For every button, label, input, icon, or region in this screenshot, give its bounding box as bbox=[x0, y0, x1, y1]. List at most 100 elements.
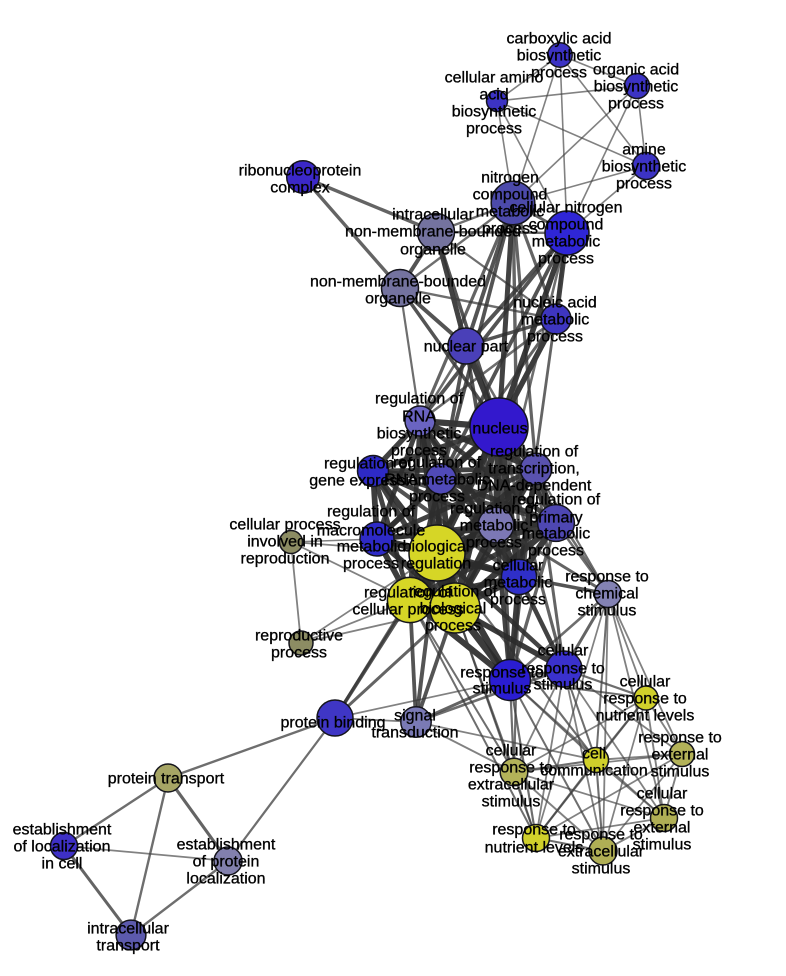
svg-text:localization: localization bbox=[186, 871, 265, 888]
svg-text:metabolic: metabolic bbox=[532, 234, 600, 251]
svg-text:involved in: involved in bbox=[247, 534, 323, 551]
svg-text:communication: communication bbox=[540, 763, 648, 780]
svg-text:non-membrane-bounded: non-membrane-bounded bbox=[310, 274, 486, 291]
svg-text:intracellular: intracellular bbox=[87, 921, 169, 938]
svg-text:amine: amine bbox=[622, 142, 666, 159]
svg-text:regulation of: regulation of bbox=[327, 504, 416, 521]
svg-text:biosynthetic: biosynthetic bbox=[602, 159, 687, 176]
svg-text:response to: response to bbox=[565, 569, 649, 586]
svg-text:process: process bbox=[527, 329, 583, 346]
svg-text:response to: response to bbox=[603, 691, 687, 708]
svg-text:non-membrane-bounded: non-membrane-bounded bbox=[345, 224, 521, 241]
svg-text:process: process bbox=[531, 65, 587, 82]
svg-text:intracellular: intracellular bbox=[392, 207, 474, 224]
svg-text:metabolic: metabolic bbox=[484, 575, 552, 592]
svg-text:cellular amino: cellular amino bbox=[445, 70, 544, 87]
svg-text:nucleus: nucleus bbox=[472, 421, 527, 438]
svg-text:extracellular: extracellular bbox=[558, 844, 645, 861]
svg-text:gene expression: gene expression bbox=[309, 473, 426, 490]
svg-text:in cell: in cell bbox=[42, 856, 83, 873]
svg-text:organelle: organelle bbox=[365, 291, 431, 308]
svg-text:metabolic: metabolic bbox=[337, 539, 405, 556]
svg-text:stimulus: stimulus bbox=[633, 837, 692, 854]
svg-text:stimulus: stimulus bbox=[572, 861, 631, 878]
svg-text:cellular: cellular bbox=[493, 558, 544, 575]
svg-text:process: process bbox=[538, 251, 594, 268]
svg-text:biosynthetic: biosynthetic bbox=[517, 48, 602, 65]
svg-text:transport: transport bbox=[96, 938, 160, 955]
svg-text:macromolecule: macromolecule bbox=[317, 523, 426, 540]
svg-text:response to: response to bbox=[559, 827, 643, 844]
svg-text:process: process bbox=[391, 443, 447, 460]
svg-text:cellular nitrogen: cellular nitrogen bbox=[510, 200, 623, 217]
svg-text:process: process bbox=[490, 592, 546, 609]
svg-text:process: process bbox=[343, 556, 399, 573]
svg-text:response to: response to bbox=[638, 730, 722, 747]
svg-text:response to: response to bbox=[521, 661, 605, 678]
svg-text:organic acid: organic acid bbox=[593, 62, 679, 79]
svg-text:reproduction: reproduction bbox=[241, 551, 330, 568]
svg-text:reproductive: reproductive bbox=[255, 628, 343, 645]
svg-text:extracellular: extracellular bbox=[468, 777, 555, 794]
svg-text:process: process bbox=[466, 535, 522, 552]
svg-text:RNA: RNA bbox=[402, 409, 436, 426]
svg-text:carboxylic acid: carboxylic acid bbox=[507, 31, 612, 48]
svg-text:chemical: chemical bbox=[575, 586, 638, 603]
svg-text:stimulus: stimulus bbox=[578, 603, 637, 620]
svg-text:external: external bbox=[634, 820, 691, 837]
svg-text:metabolic: metabolic bbox=[460, 518, 528, 535]
svg-text:cellular process: cellular process bbox=[352, 602, 463, 619]
svg-text:regulation of: regulation of bbox=[490, 444, 579, 461]
svg-text:process: process bbox=[616, 176, 672, 193]
svg-text:transcription,: transcription, bbox=[488, 461, 580, 478]
svg-text:biological: biological bbox=[403, 539, 470, 556]
svg-text:process: process bbox=[482, 221, 538, 238]
svg-text:biosynthetic: biosynthetic bbox=[452, 104, 537, 121]
svg-text:biosynthetic: biosynthetic bbox=[594, 79, 679, 96]
svg-text:cellular process: cellular process bbox=[229, 517, 340, 534]
svg-text:regulation of: regulation of bbox=[450, 501, 539, 518]
svg-text:external: external bbox=[652, 747, 709, 764]
svg-text:stimulus: stimulus bbox=[651, 764, 710, 781]
svg-text:primary: primary bbox=[529, 510, 582, 527]
svg-text:regulation of: regulation of bbox=[409, 584, 498, 601]
svg-text:process: process bbox=[608, 96, 664, 113]
svg-text:regulation of: regulation of bbox=[364, 585, 453, 602]
svg-text:response to: response to bbox=[620, 803, 704, 820]
svg-text:metabolic: metabolic bbox=[522, 526, 590, 543]
svg-text:nucleic acid: nucleic acid bbox=[513, 295, 597, 312]
svg-text:process: process bbox=[528, 543, 584, 560]
svg-text:of protein: of protein bbox=[193, 854, 260, 871]
svg-text:stimulus: stimulus bbox=[534, 677, 593, 694]
svg-text:establishment: establishment bbox=[177, 837, 276, 854]
svg-text:cellular: cellular bbox=[637, 786, 688, 803]
svg-text:acid: acid bbox=[479, 87, 508, 104]
svg-text:regulation: regulation bbox=[401, 556, 471, 573]
svg-text:transduction: transduction bbox=[371, 725, 458, 742]
svg-text:regulation of: regulation of bbox=[512, 492, 601, 509]
svg-text:biosynthetic: biosynthetic bbox=[377, 426, 462, 443]
svg-text:RNA metabolic: RNA metabolic bbox=[384, 472, 490, 489]
svg-text:regulation of: regulation of bbox=[324, 456, 413, 473]
svg-text:process: process bbox=[271, 645, 327, 662]
svg-text:process: process bbox=[409, 489, 465, 506]
svg-text:regulation of: regulation of bbox=[375, 391, 464, 408]
svg-text:cellular: cellular bbox=[486, 743, 537, 760]
svg-text:protein binding: protein binding bbox=[281, 715, 386, 732]
svg-text:of localization: of localization bbox=[14, 839, 111, 856]
svg-text:cell: cell bbox=[582, 746, 606, 763]
svg-text:signal: signal bbox=[394, 708, 436, 725]
svg-text:compound: compound bbox=[529, 217, 604, 234]
svg-text:complex: complex bbox=[270, 180, 330, 197]
svg-text:nutrient levels: nutrient levels bbox=[485, 840, 584, 857]
svg-text:establishment: establishment bbox=[13, 822, 112, 839]
svg-text:stimulus: stimulus bbox=[482, 794, 541, 811]
svg-text:biological: biological bbox=[420, 601, 487, 618]
svg-text:nuclear part: nuclear part bbox=[424, 339, 509, 356]
svg-text:process: process bbox=[466, 121, 522, 138]
svg-text:protein transport: protein transport bbox=[108, 771, 225, 788]
svg-text:response to: response to bbox=[492, 822, 576, 839]
svg-text:nitrogen: nitrogen bbox=[481, 170, 539, 187]
svg-text:stimulus: stimulus bbox=[473, 681, 532, 698]
svg-text:response to: response to bbox=[469, 760, 553, 777]
